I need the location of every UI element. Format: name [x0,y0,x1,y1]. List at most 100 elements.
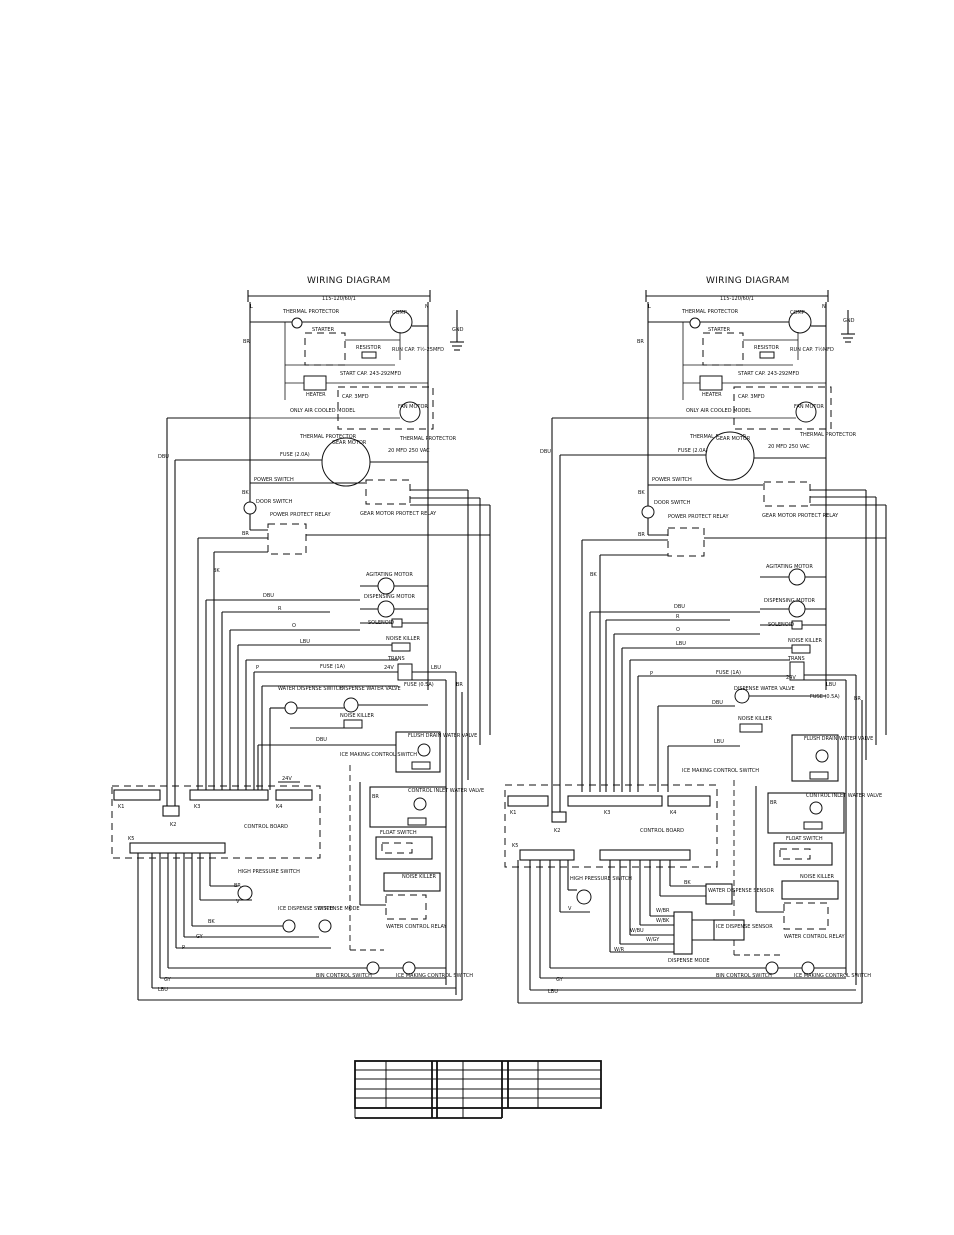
svg-text:DBU: DBU [674,604,685,610]
right-ice-dispense-sensor-box [713,919,745,941]
svg-text:DBU: DBU [712,700,723,706]
left-ice-making-bottom-label: ICE MAKING CONTROL SWITCH [396,973,473,979]
left-control-board-box [111,785,321,859]
right-resistor-icon [759,351,775,359]
left-resistor-label: RESISTOR [356,345,381,351]
svg-text:LBU: LBU [714,739,724,745]
right-power-relay-box [667,527,705,557]
svg-text:W/BU: W/BU [630,928,644,934]
svg-text:BR: BR [637,339,644,345]
left-water-control-relay-box [385,894,427,920]
right-fuse-1a-label: FUSE (1A) [716,670,741,676]
right-ice-making-control-switch-label: ICE MAKING CONTROL SWITCH [682,768,759,774]
right-fan-motor-icon [795,401,817,423]
left-power-relay-label: POWER PROTECT RELAY [270,512,331,518]
left-heater-label: HEATER [306,392,326,398]
right-noise-killer-2-label: NOISE KILLER [738,716,773,722]
right-water-control-relay-box [783,902,829,930]
left-ice-making-control-switch-label: ICE MAKING CONTROL SWITCH [340,752,417,758]
left-dispensing-motor-icon [377,600,395,618]
svg-text:W/BK: W/BK [656,918,670,924]
svg-text:BK: BK [684,880,691,886]
left-starter-label: STARTER [312,327,335,333]
svg-text:O: O [676,627,680,633]
left-control-board-label: CONTROL BOARD [244,824,288,830]
left-dispense-water-valve-icon [343,697,359,713]
right-start-cap-label: START CAP. 243-292MFD [738,371,799,377]
left-water-dispense-switch-label: WATER DISPENSE SWITCH [278,686,343,692]
left-noise-killer-2-icon [343,719,363,729]
left-cap-label: CAP. 3MFD [342,394,369,400]
left-k4-label: K4 [276,804,282,810]
left-k3-label: K3 [194,804,200,810]
left-diagram-title: WIRING DIAGRAM [307,276,391,286]
left-noise-killer-1-icon [391,642,411,652]
right-starter-label: STARTER [708,327,731,333]
right-dispensing-motor-label: DISPENSING MOTOR [764,598,816,604]
left-comp-label: COMP [392,310,407,316]
svg-text:DBU: DBU [158,454,169,460]
left-compressor-icon [389,310,413,334]
left-control-inlet-label: CONTROL INLET WATER VALVE [408,788,484,794]
left-bin-control-switch-label: BIN CONTROL SWITCH [316,973,372,979]
right-k2-label: K2 [554,828,560,834]
left-transformer-icon [397,663,413,681]
left-thermal-protector-gear-label: THERMAL PROTECTOR [299,434,357,440]
right-dispense-mode-box [673,911,693,955]
right-bin-control-switch-label: BIN CONTROL SWITCH [716,973,772,979]
svg-text:GY: GY [556,977,564,983]
right-fuse-5a-label: FUSE (0.5A) [810,694,840,700]
right-control-board-box [504,784,718,868]
left-thermal-protector-right-label: THERMAL PROTECTOR [399,436,457,442]
right-water-dispense-sensor-box [705,883,733,905]
right-k5-label: K5 [512,843,518,849]
left-dispensing-motor-label: DISPENSING MOTOR [364,594,416,600]
right-gear-motor-label: GEAR MOTOR [716,436,751,442]
left-fan-motor-label: FAN MOTOR [398,404,428,410]
svg-text:BK: BK [242,490,249,496]
right-air-cooled-box [733,386,832,430]
svg-text:LBU: LBU [300,639,310,645]
left-run-cap-label: RUN CAP. 7½-25MFD [392,346,444,353]
svg-text:LBU: LBU [158,987,168,993]
left-ice-dispense-switch-label: ICE DISPENSE SWITCH [278,906,334,912]
right-thermal-protector-comp-label: THERMAL PROTECTOR [681,309,739,315]
left-air-cooled-box [337,386,434,430]
left-noise-killer-3-label: NOISE KILLER [402,874,437,880]
right-power-switch-label: POWER SWITCH [652,477,692,483]
right-ice-making-bottom-label: ICE MAKING CONTROL SWITCH [794,973,871,979]
right-ice-dispense-sensor-label: ICE DISPENSE SENSOR [716,924,773,930]
svg-text:V: V [236,899,240,905]
svg-text:LBU: LBU [431,665,441,671]
left-heater-icon [303,375,327,391]
svg-text:BR: BR [456,682,463,688]
right-diagram-title: WIRING DIAGRAM [706,276,790,286]
left-float-switch-box [375,836,433,860]
left-gear-motor-label: GEAR MOTOR [332,440,367,446]
left-fuse-1a-label: FUSE (1A) [320,664,345,670]
right-trans-label: TRANS [787,656,805,662]
right-air-cooled-label: ONLY AIR COOLED MODEL [686,408,751,414]
svg-text:L: L [250,304,253,310]
left-door-switch-label: DOOR SWITCH [256,499,293,505]
svg-text:24V: 24V [786,675,796,681]
svg-text:N: N [425,304,429,310]
right-cap-label: CAP. 3MFD [738,394,765,400]
right-float-switch-box [773,842,833,866]
svg-text:BK: BK [208,919,215,925]
left-agitating-motor-label: AGITATING MOTOR [366,572,413,578]
right-float-switch-label: FLOAT SWITCH [786,836,823,842]
right-noise-killer-1-label: NOISE KILLER [788,638,823,644]
right-high-pressure-switch-label: HIGH PRESSURE SWITCH [570,876,632,882]
svg-text:BR: BR [854,696,861,702]
right-gear-relay-label: GEAR MOTOR PROTECT RELAY [762,513,839,519]
right-starter-box [702,332,744,366]
svg-text:R: R [676,614,680,620]
left-k1-label: K1 [118,804,124,810]
left-noise-killer-2-label: NOISE KILLER [340,713,375,719]
left-water-dispense-switch-icon [284,701,298,715]
left-resistor-icon [361,351,377,359]
right-flush-drain-label: FLUSH DRAIN WATER VALVE [804,736,873,742]
left-air-cooled-label: ONLY AIR COOLED MODEL [290,408,355,414]
